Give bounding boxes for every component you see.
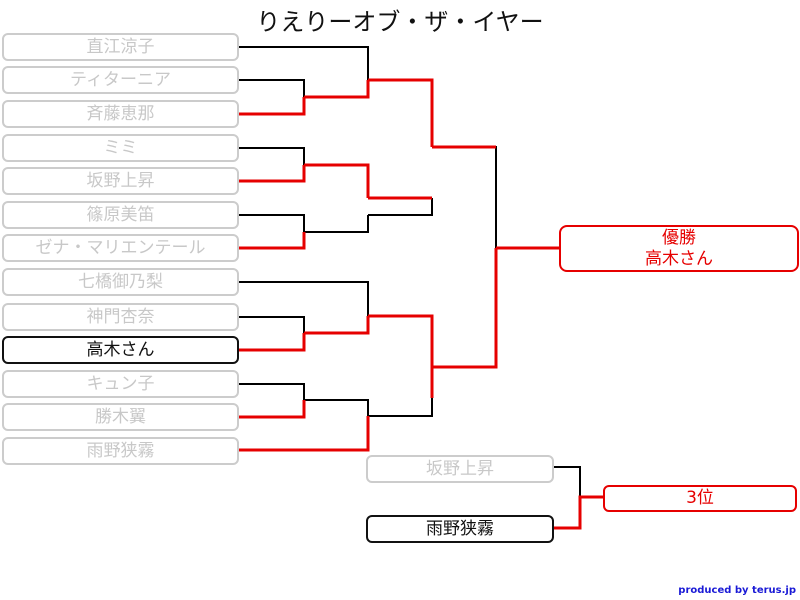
win-seg <box>304 80 370 99</box>
line-seg <box>368 398 433 417</box>
champion-name: 高木さん <box>645 249 713 269</box>
entrant-1: 直江涼子 <box>2 33 239 61</box>
entrant-11: キュン子 <box>2 370 239 398</box>
win-seg <box>238 416 370 452</box>
win-seg <box>432 248 498 369</box>
champion-box: 優勝 高木さん <box>559 225 799 272</box>
line-seg <box>238 46 369 80</box>
line-seg <box>238 147 305 165</box>
credit-link[interactable]: produced by terus.jp <box>678 585 796 596</box>
line-seg <box>238 214 305 232</box>
line-seg <box>238 281 369 316</box>
win-seg <box>238 165 306 183</box>
win-seg <box>368 314 434 367</box>
line-seg <box>238 79 305 97</box>
win-seg <box>238 333 306 352</box>
entrant-8: 七橋御乃梨 <box>2 268 239 296</box>
line-seg <box>304 399 369 416</box>
entrant-4: ミミ <box>2 134 239 162</box>
line-seg <box>304 215 369 233</box>
entrant-9: 神門杏奈 <box>2 303 239 331</box>
entrant-10: 高木さん <box>2 336 239 364</box>
win-seg <box>238 232 306 250</box>
line-seg <box>553 466 581 497</box>
entrant-13: 雨野狭霧 <box>2 437 239 465</box>
entrant-6: 篠原美笛 <box>2 201 239 229</box>
entrant-5: 坂野上昇 <box>2 167 239 195</box>
third-place-player-1: 坂野上昇 <box>366 455 554 483</box>
win-seg <box>238 400 306 419</box>
win-seg <box>238 97 306 116</box>
entrant-7: ゼナ・マリエンテール <box>2 234 239 262</box>
win-seg <box>304 163 370 198</box>
win-seg <box>304 316 370 335</box>
entrant-12: 勝木翼 <box>2 403 239 431</box>
third-place-player-2: 雨野狭霧 <box>366 515 554 543</box>
win-seg <box>368 78 434 147</box>
line-seg <box>238 316 305 333</box>
line-seg <box>432 146 497 248</box>
third-place-result: 3位 <box>603 485 797 512</box>
entrant-3: 斉藤恵那 <box>2 100 239 128</box>
line-seg <box>238 383 305 400</box>
bracket-title: りえりーオブ・ザ・イヤー <box>256 8 544 36</box>
champion-label: 優勝 <box>662 228 696 248</box>
line-seg <box>368 198 433 216</box>
entrant-2: ティターニア <box>2 66 239 94</box>
win-seg <box>553 495 603 530</box>
